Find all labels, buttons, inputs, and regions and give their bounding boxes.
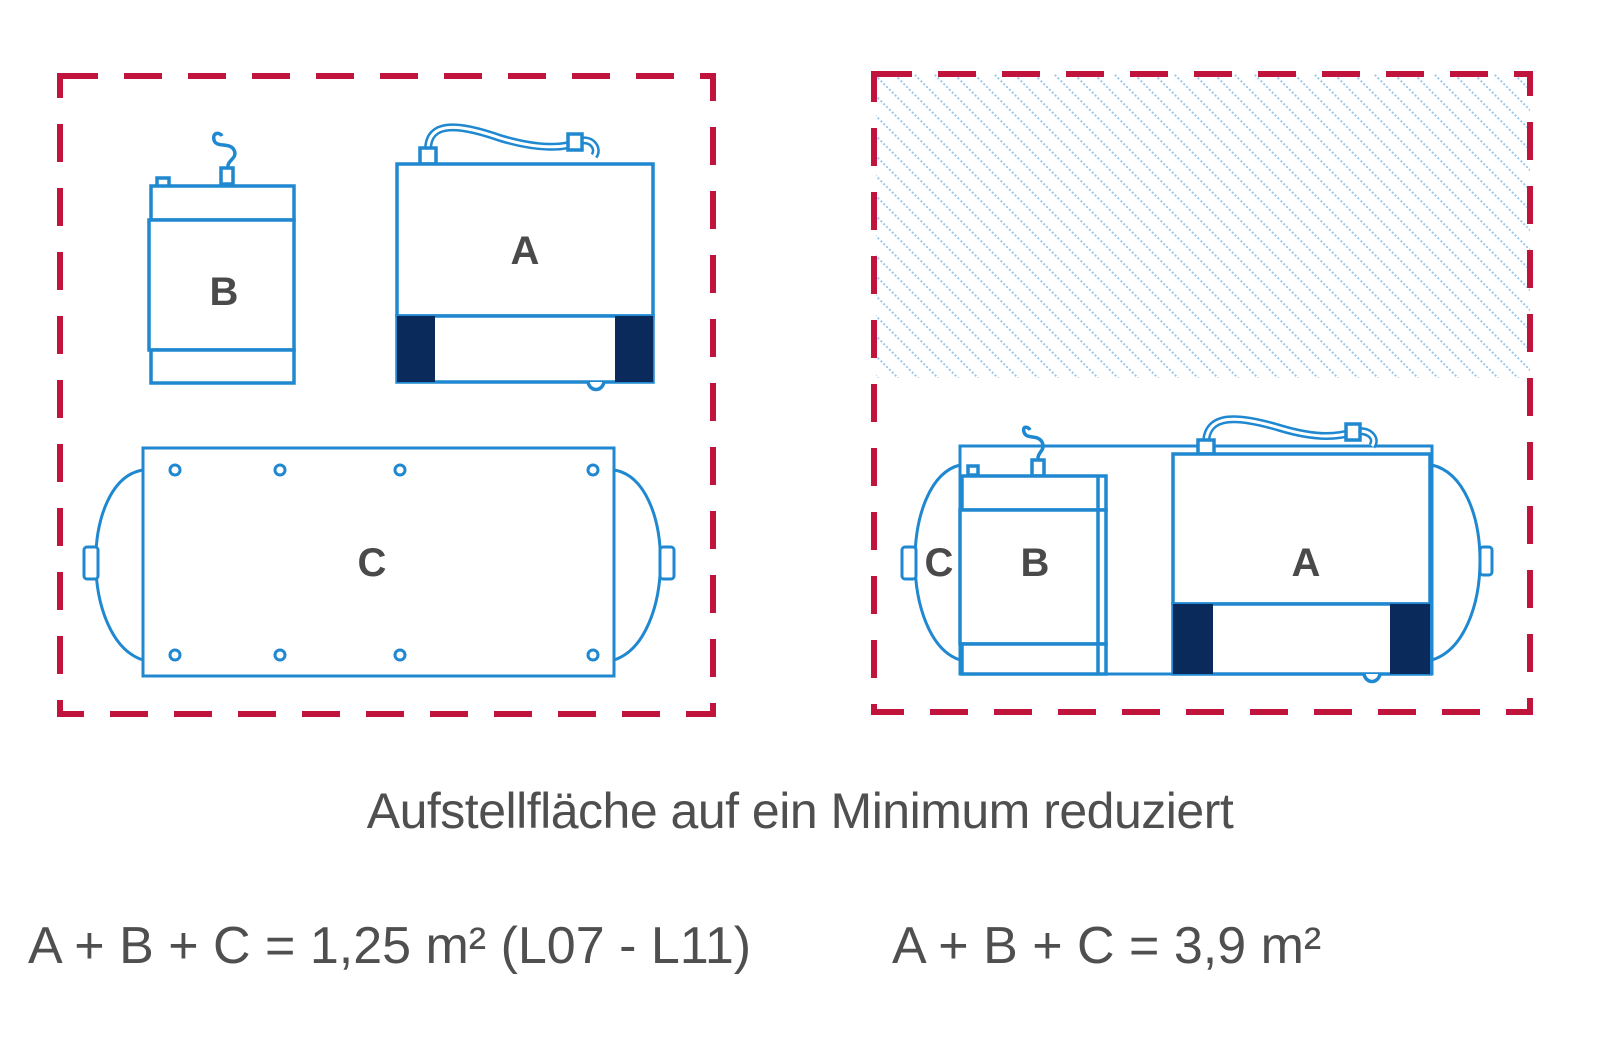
- right-unit-a-connector-2: [1344, 422, 1362, 442]
- left-tank-c-bolt: [586, 463, 600, 477]
- right-unit-a-connector-1: [1196, 438, 1216, 456]
- right-unit-a-label: A: [1292, 541, 1321, 585]
- left-unit-a-hose-inner: [426, 125, 598, 157]
- left-tank-c-bolt: [393, 648, 407, 662]
- right-unit-b-label: B: [1021, 541, 1050, 585]
- left-unit-b-bottom-band: [149, 348, 296, 385]
- left-unit-b: [147, 131, 296, 385]
- separate-configuration: B A C: [57, 73, 716, 717]
- diagram-caption: Aufstellfläche auf ein Minimum reduziert: [366, 783, 1234, 839]
- left-tank-c-port-right: [658, 545, 676, 581]
- right-tank-c-label: C: [925, 541, 954, 585]
- left-tank-c-bolt: [168, 463, 182, 477]
- right-unit-b-bottom-band: [960, 642, 1108, 676]
- left-unit-a-connector-2: [566, 132, 584, 152]
- right-unit-b-top-band: [960, 474, 1108, 512]
- left-tank-c-port-left: [82, 545, 100, 581]
- right-unit-b-valve: [1030, 458, 1046, 478]
- left-unit-b-top-band: [149, 184, 296, 222]
- right-unit-b-pipe: [1021, 425, 1045, 476]
- left-unit-b-pipe: [211, 131, 237, 184]
- left-tank-c-label: C: [358, 541, 387, 585]
- left-unit-a-base: [395, 314, 655, 384]
- left-tank-c-body: [141, 446, 616, 678]
- left-tank-c-bolt: [586, 648, 600, 662]
- right-unit-a: [1171, 415, 1432, 684]
- stacked-configuration: C B A: [871, 71, 1533, 715]
- left-tank-c-bolt: [168, 648, 182, 662]
- left-unit-b-valve: [219, 166, 235, 186]
- left-unit-a: [395, 123, 655, 392]
- right-unit-a-foot-right: [1390, 604, 1430, 674]
- left-unit-a-foot-left: [397, 316, 435, 382]
- left-unit-a-label: A: [511, 229, 540, 273]
- right-tank-c-port-left: [900, 545, 918, 581]
- right-unit-a-drain: [1362, 673, 1382, 684]
- left-unit-b-body: [147, 218, 296, 352]
- formula-stacked: A + B + C = 3,9 m²: [892, 917, 1322, 975]
- left-unit-b-label: B: [210, 270, 239, 314]
- formula-separate: A + B + C = 1,25 m² (L07 - L11): [28, 917, 752, 975]
- left-unit-a-foot-right: [615, 316, 653, 382]
- left-unit-a-drain: [586, 381, 606, 392]
- right-unit-b: [958, 425, 1108, 676]
- right-tank-c-cap-right: [1431, 463, 1482, 662]
- left-tank-c-cap-right: [613, 468, 662, 662]
- left-unit-a-connector-1: [418, 146, 438, 166]
- right-unit-b-knob: [966, 464, 980, 477]
- left-unit-a-body: [395, 162, 655, 318]
- left-tank-c-bolt: [273, 648, 287, 662]
- right-unit-a-hose-inner: [1204, 417, 1376, 447]
- left-tank-c-bolt: [273, 463, 287, 477]
- left-tank-c: [82, 446, 676, 678]
- left-tank-c-bolt: [393, 463, 407, 477]
- right-unit-a-base: [1171, 602, 1432, 676]
- right-unit-a-foot-left: [1173, 604, 1213, 674]
- left-boundary-dashed: [57, 73, 716, 717]
- saved-area-hatch: [876, 74, 1530, 378]
- right-boundary-dashed: [871, 71, 1533, 715]
- left-tank-c-cap-left: [94, 468, 144, 662]
- right-tank-c-port-right: [1478, 545, 1494, 577]
